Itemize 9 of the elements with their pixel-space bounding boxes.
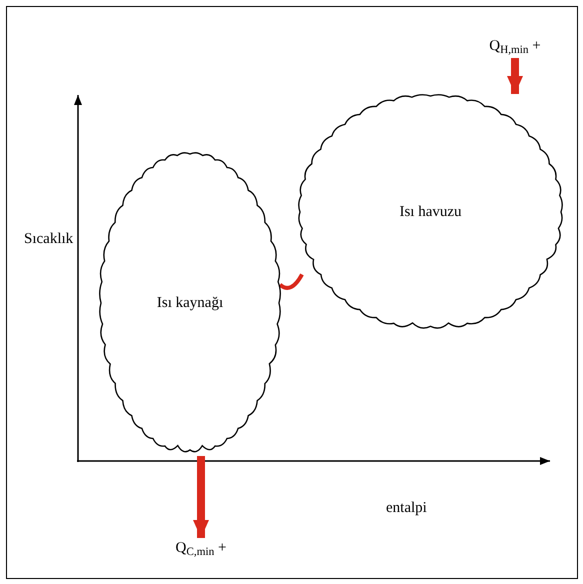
cloud-label: Isı kaynağı: [156, 294, 224, 313]
formula-text: Q$_{H,min}$ +: [489, 36, 541, 58]
block-arrow: [507, 58, 523, 94]
connector-line: [278, 273, 304, 290]
axis-label: entalpi: [386, 499, 427, 518]
formula-text: Q$_{C,min}$ +: [176, 538, 226, 560]
cloud-label: Isı havuzu: [399, 202, 462, 222]
axis-label: Sıcaklık: [24, 230, 74, 249]
block-arrow: [193, 456, 209, 538]
